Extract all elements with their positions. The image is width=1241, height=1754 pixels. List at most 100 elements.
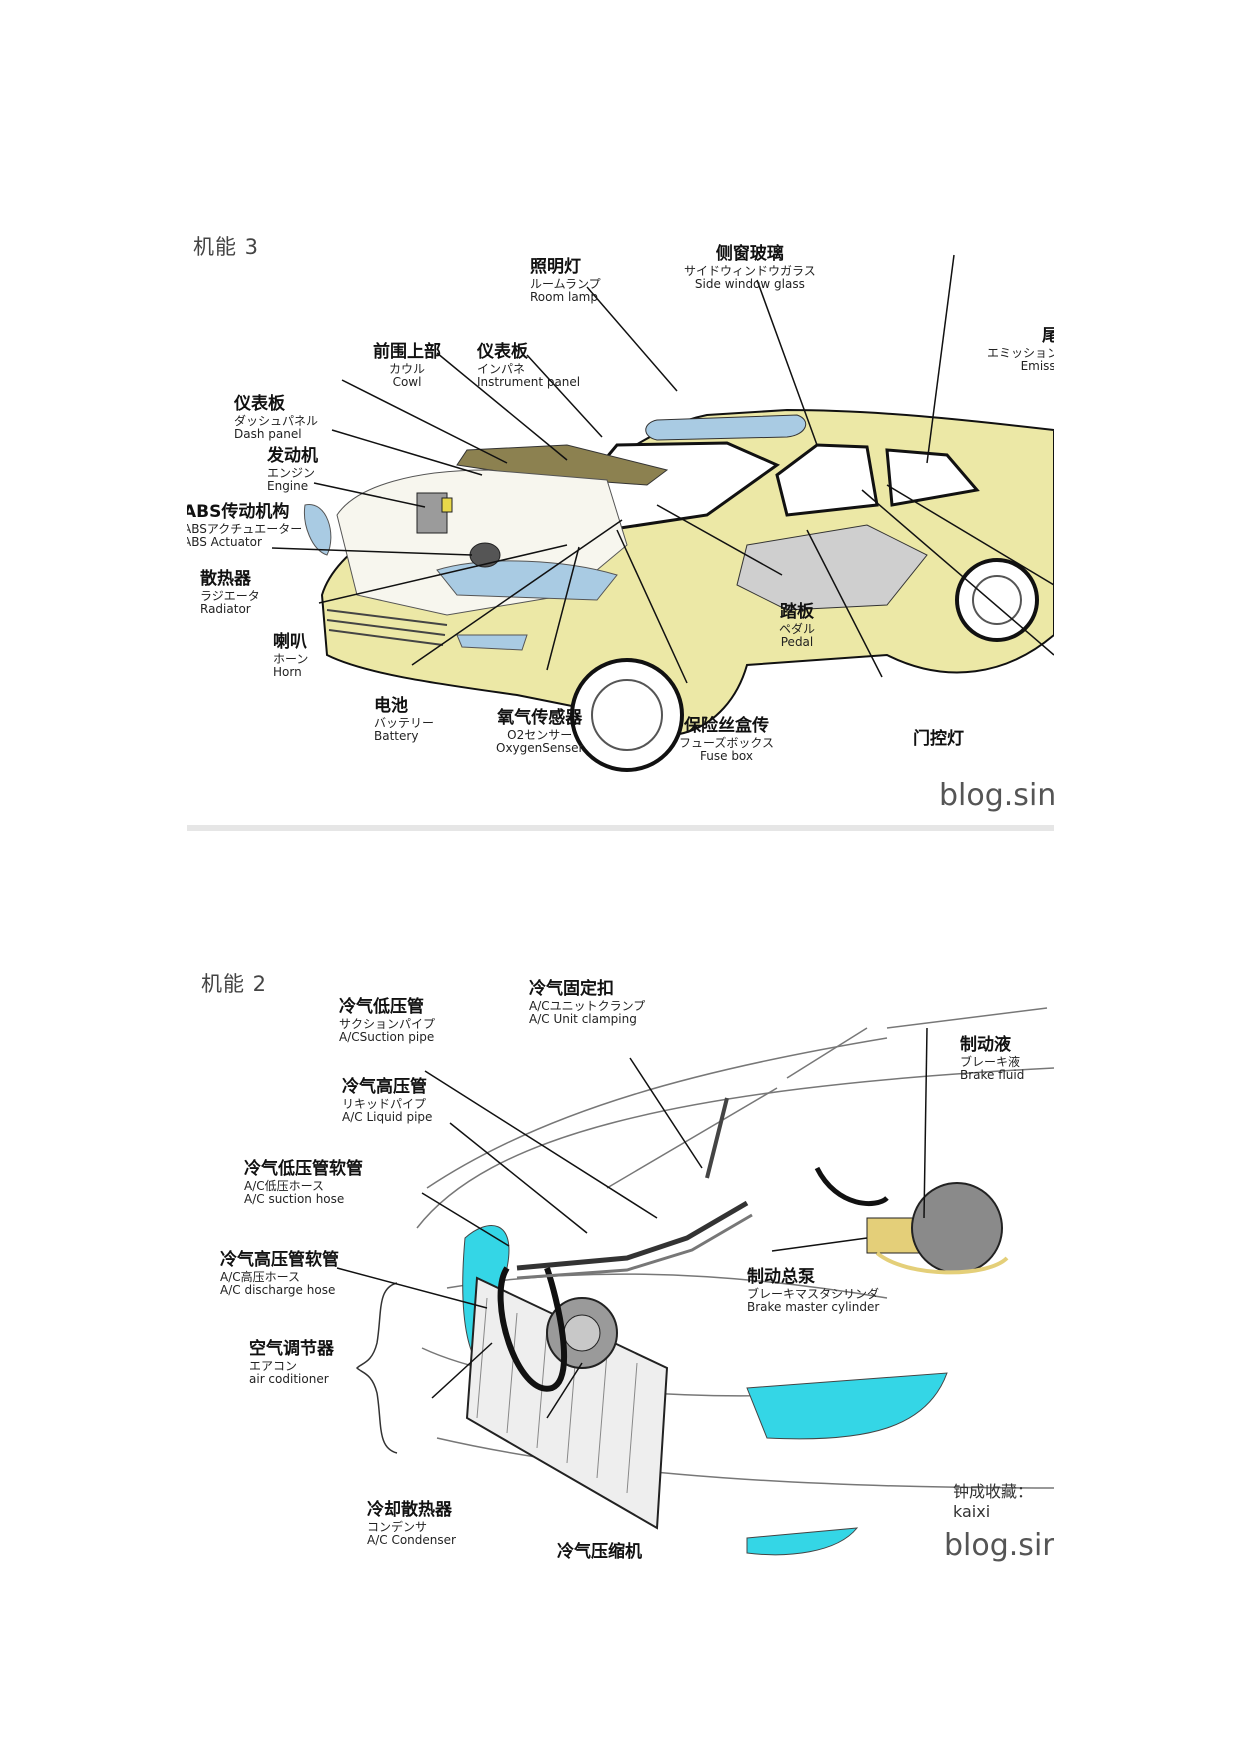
label-en: A/C Liquid pipe [342,1110,433,1125]
label-jp: ペダル [779,621,816,636]
label-en: Dash panel [234,427,302,442]
label-en: air coditioner [249,1372,329,1387]
label-en: Side window glass [694,277,805,292]
label-zh: 发动机 [267,446,318,466]
label-zh: 电池 [374,696,408,716]
label-ac-unit-clamp: 冷气固定扣 A/Cユニットクランプ A/C Unit clamping [529,979,646,1027]
label-jp: エアコン [249,1358,298,1373]
label-ac-compressor: 冷气压缩机 [557,1542,642,1563]
label-zh: 前围上部 [373,342,441,362]
label-side-window-glass: 侧窗玻璃 サイドウィンドウガラス Side window glass [684,244,816,292]
label-zh: 冷气低压管软管 [244,1159,363,1179]
label-jp: サクションパイプ [339,1016,436,1031]
label-jp: エミッション [987,345,1054,360]
label-zh: 喇叭 [273,632,307,652]
label-jp: フューズボックス [679,735,775,750]
label-jp: カウル [388,361,425,376]
label-en: A/C Condenser [367,1533,456,1548]
label-zh: 冷气低压管 [339,997,424,1017]
car-body-illustration [271,254,1054,772]
label-door-lamp: 门控灯 [913,729,964,750]
label-horn: 喇叭 ホーン Horn [273,632,309,680]
label-en: OxygenSenser [496,741,584,756]
label-engine: 发动机 エンジン Engine [267,446,318,494]
label-zh: 冷气高压管软管 [220,1250,339,1270]
label-zh: ABS传动机构 [187,502,290,522]
panel-title: 机能 2 [201,972,268,996]
label-zh: 制动总泵 [747,1267,815,1287]
label-zh: 氧气传感器 [497,708,583,728]
label-en: Fuse box [700,749,754,764]
label-jp: ルームランプ [530,276,601,291]
label-zh: 门控灯 [913,729,964,749]
label-zh: 冷气高压管 [342,1077,427,1097]
label-jp: ブレーキマスタシリンダ [747,1286,880,1301]
label-jp: ホーン [273,651,309,666]
label-instrument-panel: 仪表板 インパネ Instrument panel [477,342,581,390]
label-zh: 侧窗玻璃 [715,244,784,264]
label-cowl: 前围上部 カウル Cowl [373,342,441,390]
label-jp: サイドウィンドウガラス [684,263,816,278]
label-zh: 空气调节器 [249,1339,334,1359]
label-zh: 仪表板 [234,394,285,414]
label-en: Emissi [1020,359,1054,374]
panel-title: 机能 3 [193,235,260,259]
label-en: A/C discharge hose [220,1283,336,1298]
diagram-panel-function-2: 机能 2 冷气低压管 サクションパイプ A/CSuction pipe 冷气固定… [187,968,1054,1578]
label-jp: コンデンサ [367,1519,428,1534]
label-zh: 冷却散热器 [367,1500,452,1520]
label-oxygen-sensor: 氧气传感器 O2センサー OxygenSenser [496,708,584,756]
watermark: blog.sin [939,778,1054,813]
label-zh: 散热器 [200,569,251,589]
label-en: Instrument panel [477,375,581,390]
label-en: A/CSuction pipe [339,1030,435,1045]
label-zh: 照明灯 [530,257,581,277]
label-abs-actuator: ABS传动机构 ABSアクチュエーター ABS Actuator [187,502,303,550]
label-en: Engine [267,479,309,494]
label-en: A/C suction hose [244,1192,345,1207]
label-zh: 制动液 [960,1035,1011,1055]
label-zh: 踏板 [780,602,814,622]
label-en: Brake master cylinder [747,1300,880,1315]
label-zh: 冷气压缩机 [557,1542,642,1562]
label-jp: ABSアクチュエーター [187,521,303,536]
label-jp: ラジエータ [200,588,260,603]
label-zh: 冷气固定扣 [529,979,614,999]
label-radiator: 散热器 ラジエータ Radiator [200,569,260,617]
label-ac-suction-hose: 冷气低压管软管 A/C低压ホース A/C suction hose [244,1159,363,1207]
label-ac-liquid-pipe: 冷气高压管 リキッドパイプ A/C Liquid pipe [342,1077,433,1125]
label-en: Pedal [780,635,814,650]
collector-note: 钟成收藏：kaixi [953,1482,1034,1521]
label-dash-panel: 仪表板 ダッシュパネル Dash panel [234,394,319,442]
label-en: A/C Unit clamping [529,1012,637,1027]
label-en: Brake fluid [960,1068,1025,1083]
label-en: Room lamp [530,290,598,305]
label-zh: 仪表板 [477,342,528,362]
label-en: Radiator [200,602,251,617]
watermark: blog.sir [944,1528,1054,1563]
label-jp: ブレーキ液 [960,1054,1021,1069]
label-room-lamp: 照明灯 ルームランプ Room lamp [530,257,601,305]
label-jp: ダッシュパネル [234,413,319,428]
label-tail: 尾 エミッション Emissi [987,326,1054,374]
label-jp: エンジン [267,465,316,480]
label-air-conditioner: 空气调节器 エアコン air coditioner [249,1339,334,1387]
label-jp: A/C高压ホース [220,1269,301,1284]
label-ac-discharge-hose: 冷气高压管软管 A/C高压ホース A/C discharge hose [220,1250,339,1298]
label-jp: O2センサー [507,727,573,742]
label-en: Battery [374,729,419,744]
label-pedal: 踏板 ペダル Pedal [779,602,816,650]
label-jp: A/C低压ホース [244,1178,325,1193]
label-fuse-box: 保险丝盒传 フューズボックス Fuse box [679,716,775,764]
label-en: Cowl [392,375,422,390]
ac-system-illustration [336,1007,1054,1556]
label-en: ABS Actuator [187,535,262,550]
label-battery: 电池 バッテリー Battery [374,696,434,744]
panel-divider [187,825,1054,831]
label-ac-suction-pipe: 冷气低压管 サクションパイプ A/CSuction pipe [339,997,436,1045]
label-jp: インパネ [477,361,526,376]
label-ac-condenser: 冷却散热器 コンデンサ A/C Condenser [367,1500,456,1548]
label-jp: A/Cユニットクランプ [529,998,646,1013]
label-brake-master-cylinder: 制动总泵 ブレーキマスタシリンダ Brake master cylinder [747,1267,880,1315]
label-en: Horn [273,665,302,680]
